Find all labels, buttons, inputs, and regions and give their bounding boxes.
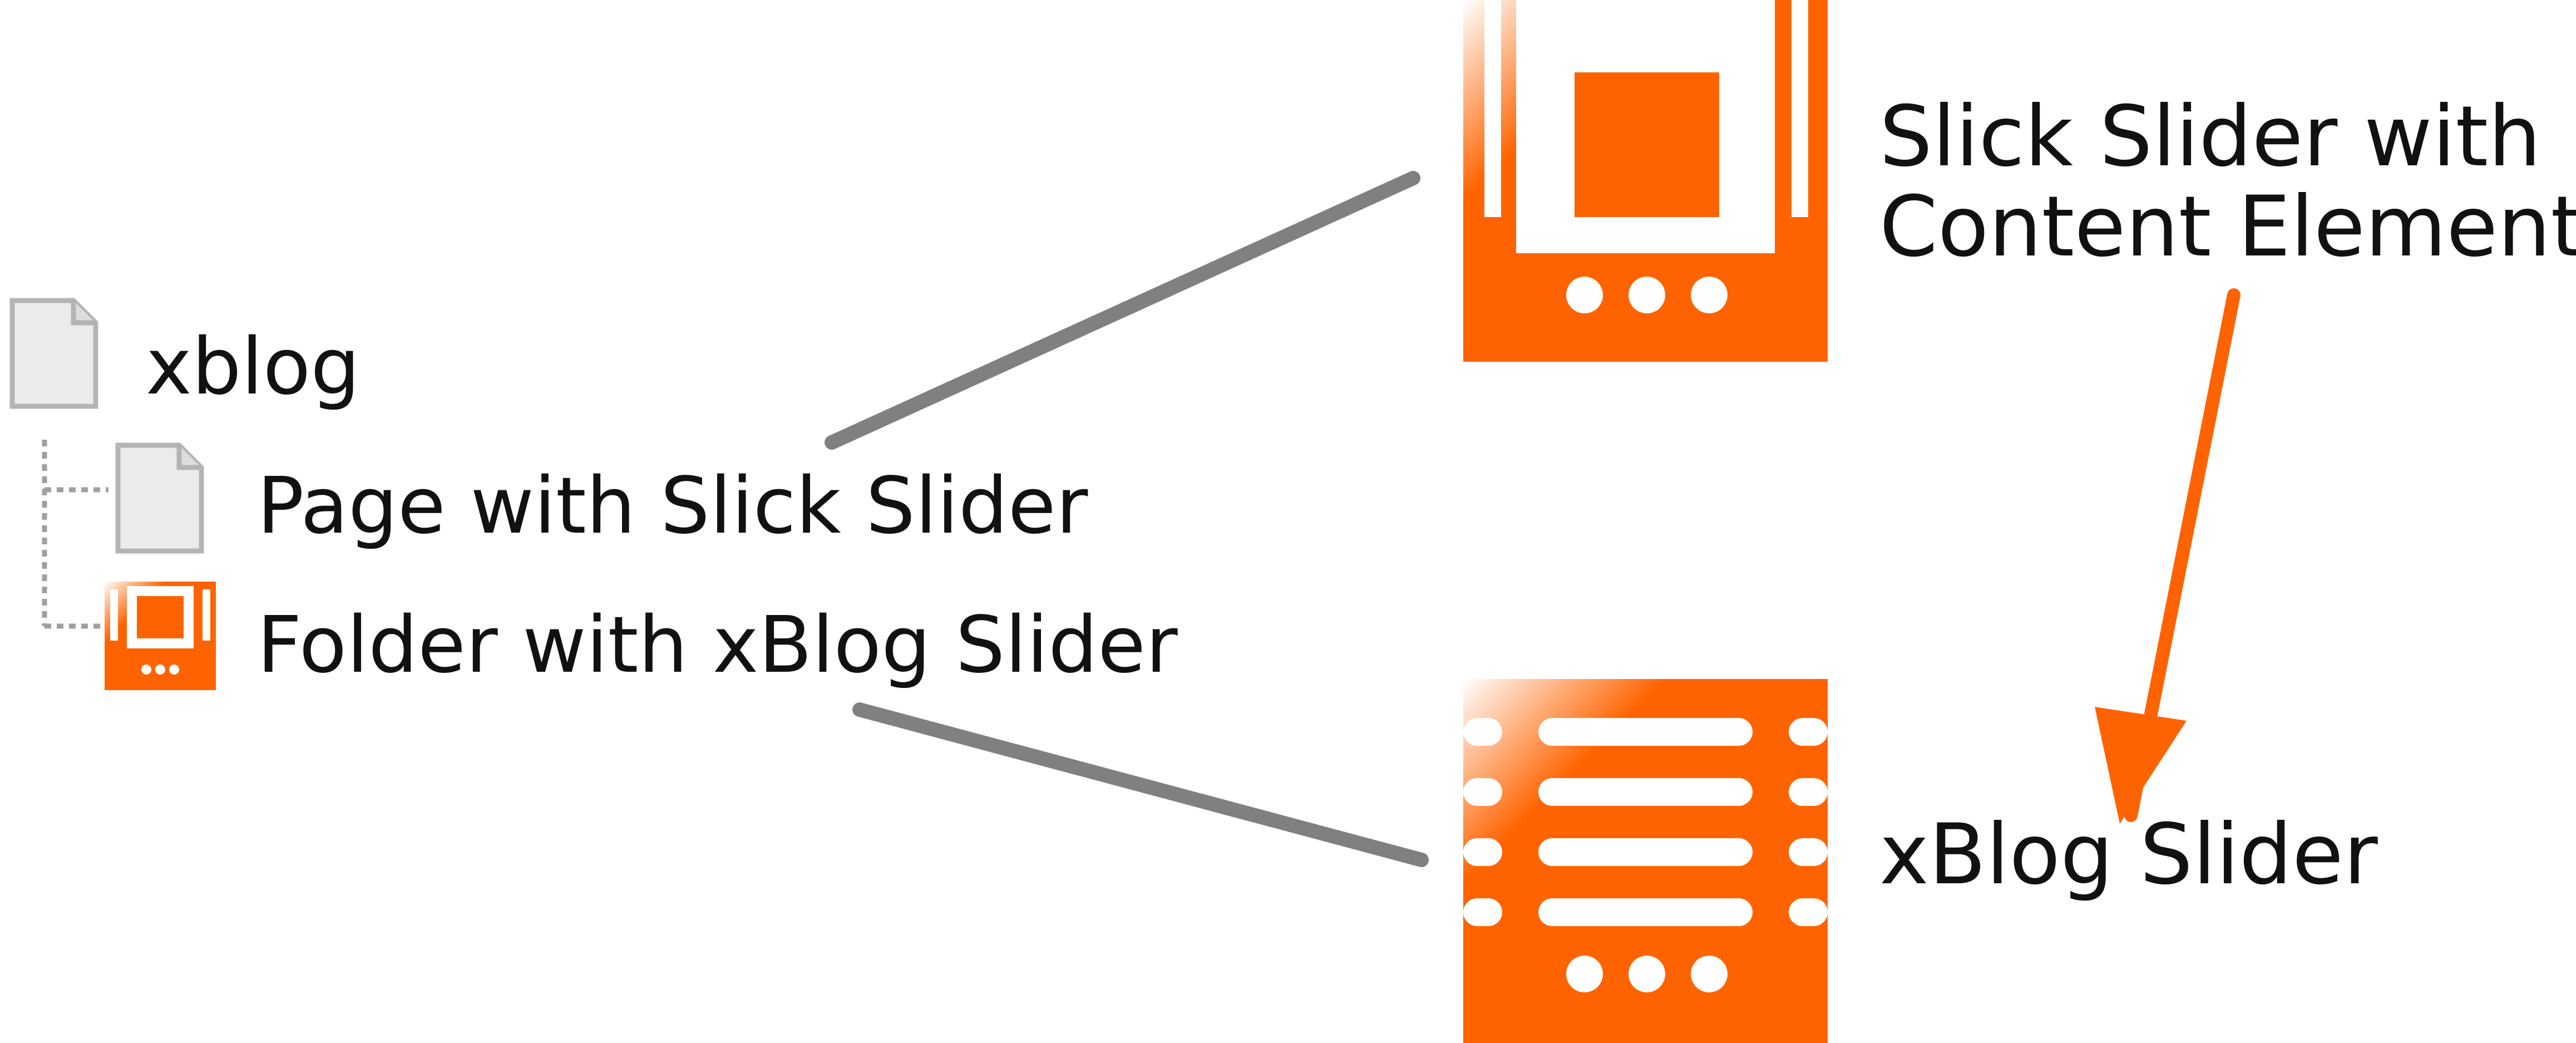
label-line: Slick Slider with <box>1879 88 2542 185</box>
page-icon <box>115 442 204 554</box>
tree-item-label[interactable]: Folder with xBlog Slider <box>257 600 1178 691</box>
tree-root-label[interactable]: xblog <box>146 322 361 412</box>
page-icon <box>9 298 98 409</box>
slick-slider-icon <box>1463 0 1828 362</box>
xblog-slider-icon <box>1463 679 1828 1043</box>
tree-connectors <box>42 440 108 629</box>
arrowhead-icon <box>2095 707 2187 824</box>
connector-line <box>852 702 1429 867</box>
slick-slider-label: Slick Slider with Content Elements <box>1879 92 2576 272</box>
label-line: Content Elements <box>1879 179 2576 275</box>
tree-item-label[interactable]: Page with Slick Slider <box>257 461 1088 552</box>
connector-line <box>825 171 1420 450</box>
slick-slider-icon <box>105 582 216 690</box>
label-line: xBlog Slider <box>1879 806 2378 903</box>
xblog-slider-label: xBlog Slider <box>1879 810 2378 900</box>
